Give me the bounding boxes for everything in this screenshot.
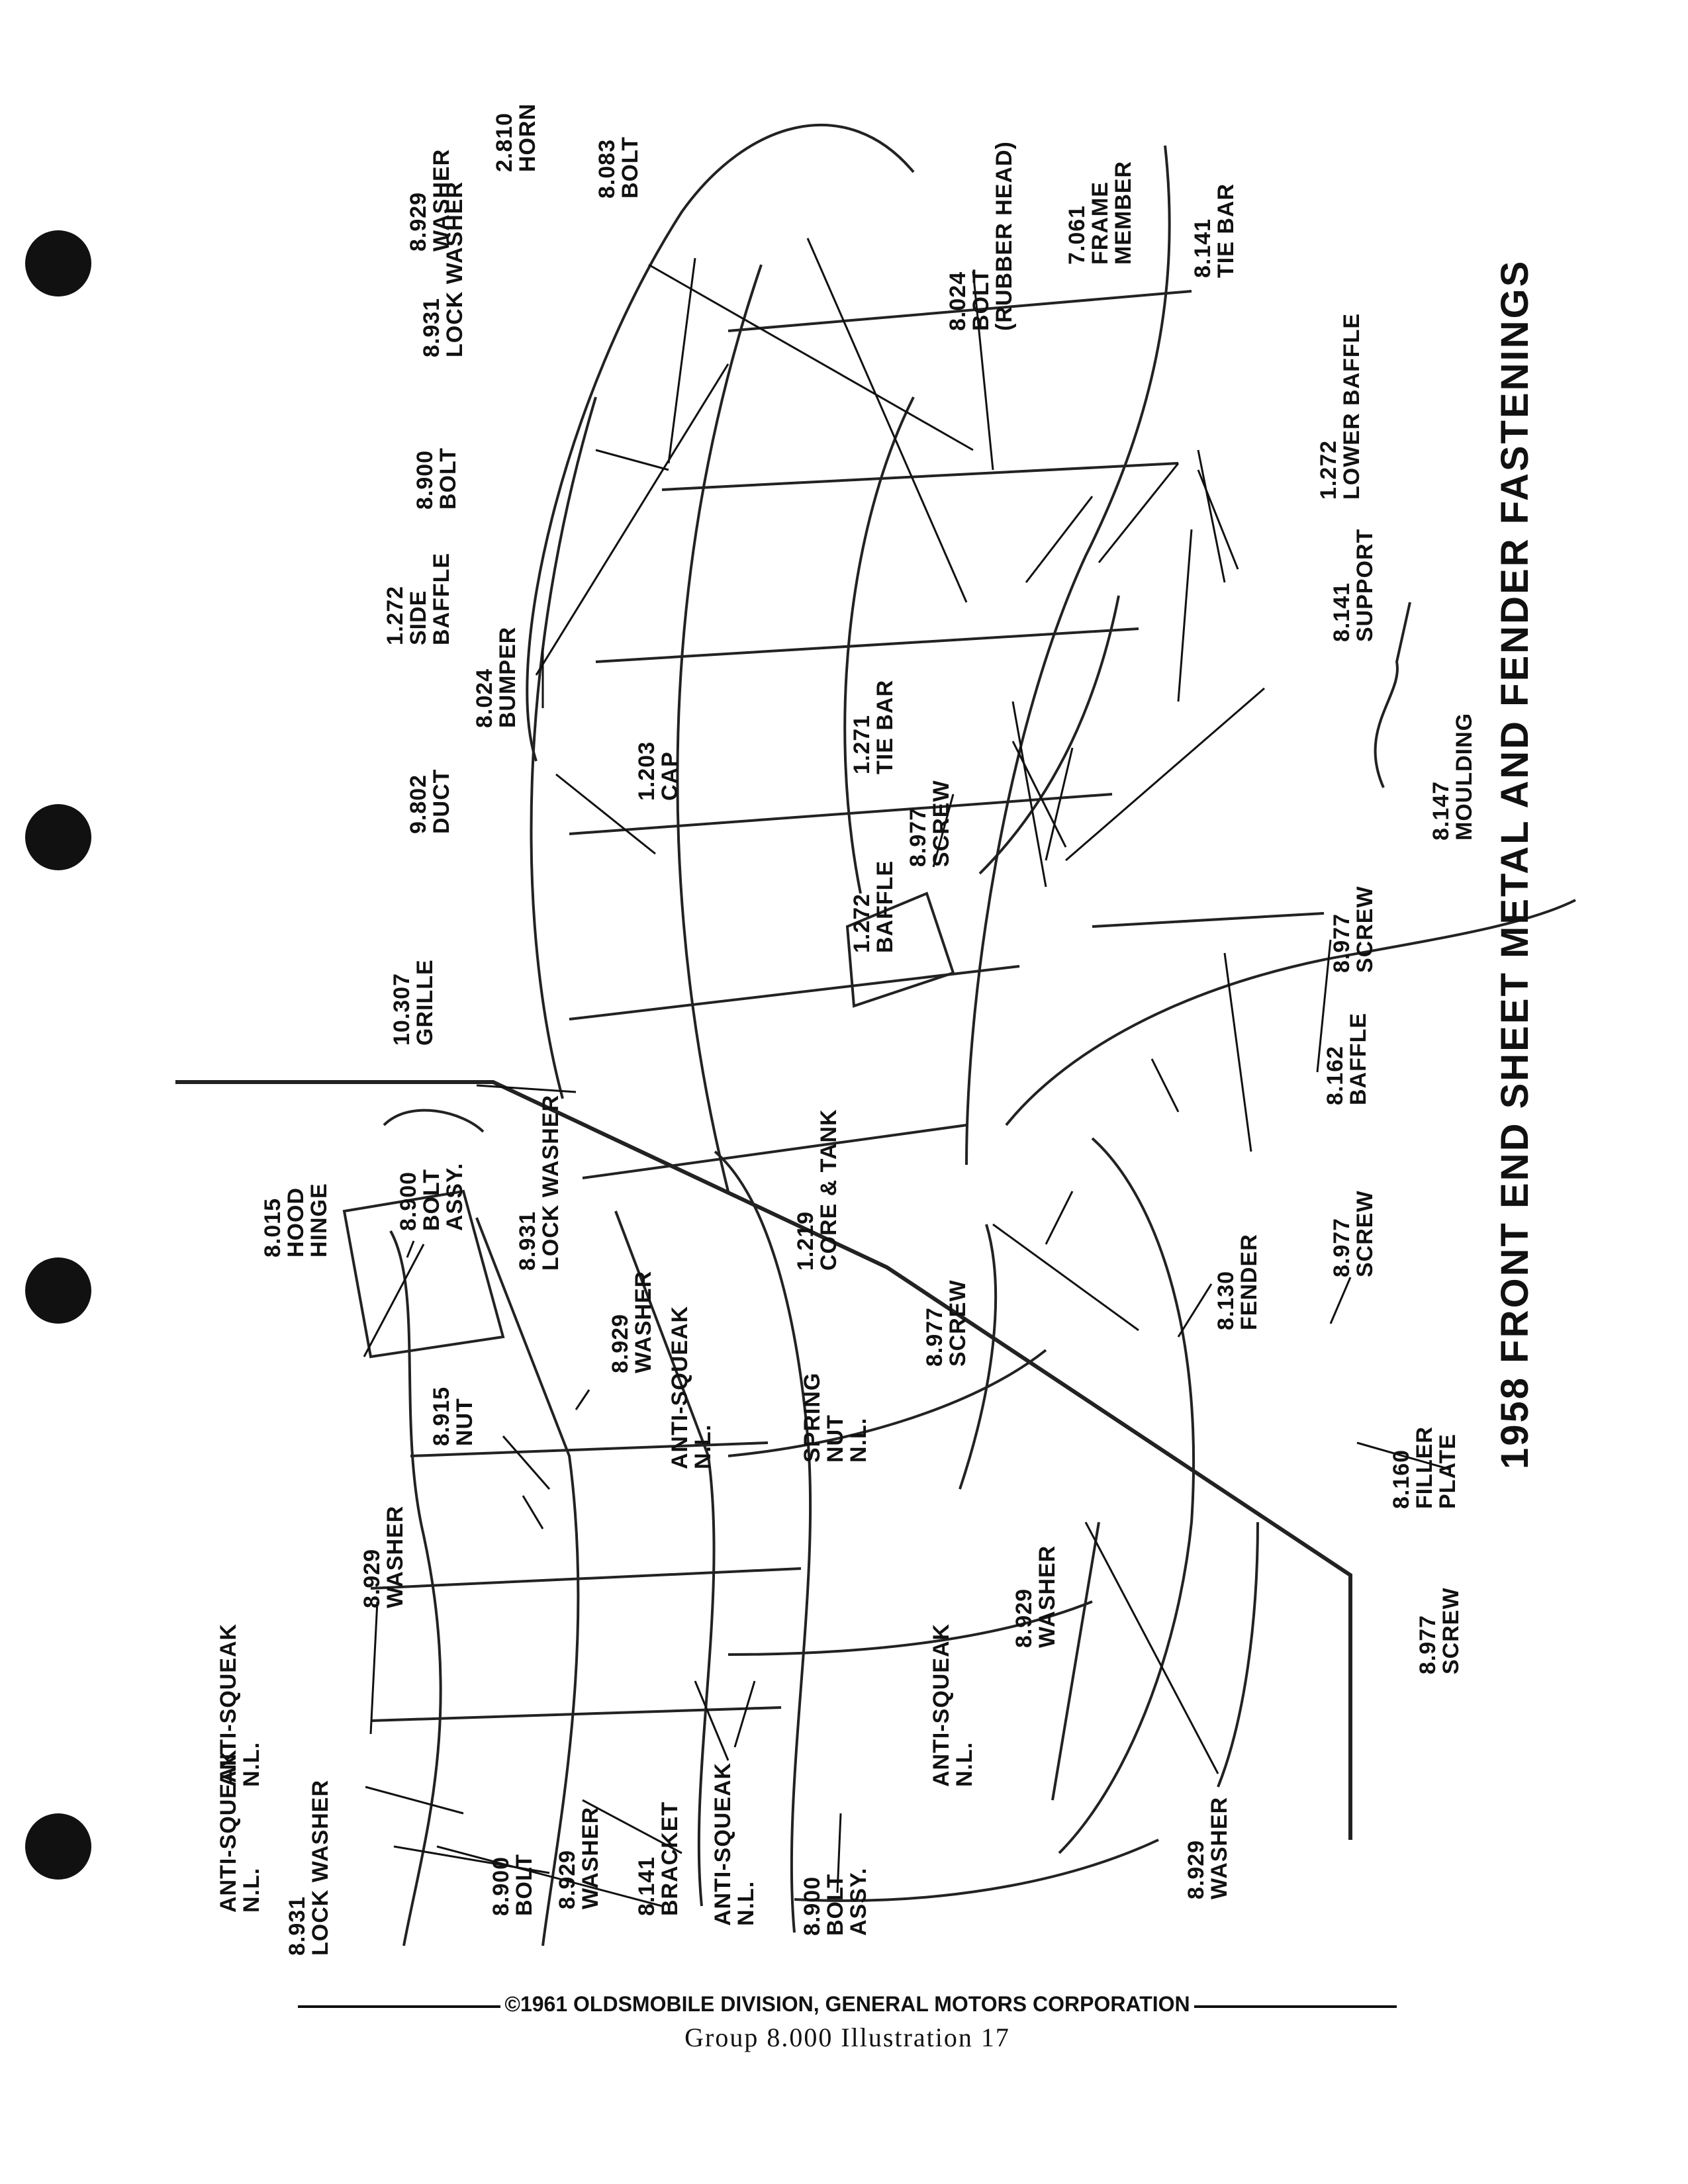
callout-screw-8977-5: 8.977 SCREW bbox=[1415, 1587, 1464, 1674]
callout-filler-plate-8160: 8.160 FILLER PLATE bbox=[1389, 1426, 1460, 1509]
binder-hole-4 bbox=[25, 1813, 91, 1880]
callout-anti-squeak-4: ANTI-SQUEAK N.L. bbox=[667, 1305, 716, 1469]
binder-hole-3 bbox=[25, 1257, 91, 1324]
callout-duct-9802: 9.802 DUCT bbox=[406, 768, 454, 834]
callout-screw-8977-3: 8.977 SCREW bbox=[1329, 1190, 1378, 1277]
callout-lock-washer-8931-1: 8.931 LOCK WASHER bbox=[285, 1780, 333, 1956]
callout-screw-8977-2: 8.977 SCREW bbox=[1329, 886, 1378, 973]
copyright-line: ©1961 OLDSMOBILE DIVISION, GENERAL MOTOR… bbox=[500, 1992, 1194, 2016]
callout-bolt-rubber-head-8024: 8.024 BOLT (RUBBER HEAD) bbox=[945, 141, 1017, 331]
callout-anti-squeak-3: ANTI-SQUEAK N.L. bbox=[216, 1623, 264, 1787]
page-footer: ©1961 OLDSMOBILE DIVISION, GENERAL MOTOR… bbox=[298, 1992, 1397, 2053]
callout-side-baffle-1272: 1.272 SIDE BAFFLE bbox=[383, 552, 454, 645]
callout-washer-8929-4: 8.929 WASHER bbox=[406, 148, 454, 251]
callout-washer-8929-5: 8.929 WASHER bbox=[1011, 1545, 1060, 1648]
callout-horn-2810: 2.810 HORN bbox=[492, 103, 540, 172]
callout-screw-8977-1: 8.977 SCREW bbox=[906, 780, 954, 867]
callout-tie-bar-1271: 1.271 TIE BAR bbox=[849, 680, 898, 774]
callout-baffle-8162: 8.162 BAFFLE bbox=[1323, 1012, 1371, 1105]
callout-tie-bar-8141: 8.141 TIE BAR bbox=[1190, 183, 1239, 278]
callout-bolt-assy-8900-1: 8.900 BOLT ASSY. bbox=[800, 1867, 871, 1936]
callout-fender-8130: 8.130 FENDER bbox=[1213, 1234, 1262, 1330]
callout-lock-washer-8931-2: 8.931 LOCK WASHER bbox=[515, 1095, 563, 1271]
callout-baffle-1272: 1.272 BAFFLE bbox=[849, 860, 898, 953]
callout-bumper-8024: 8.024 BUMPER bbox=[472, 626, 520, 728]
callout-nut-8915: 8.915 NUT bbox=[429, 1386, 477, 1446]
callout-spring-nut: SPRING NUT N.L. bbox=[800, 1372, 871, 1463]
callout-bolt-8900-1: 8.900 BOLT bbox=[489, 1853, 537, 1916]
callout-washer-8929-3: 8.929 WASHER bbox=[608, 1270, 656, 1373]
callout-anti-squeak-2: ANTI-SQUEAK N.L. bbox=[710, 1762, 759, 1926]
callout-washer-8929-2: 8.929 WASHER bbox=[359, 1505, 408, 1608]
callout-lower-baffle-1272: 1.272 LOWER BAFFLE bbox=[1316, 312, 1364, 500]
callout-core-tank-1219: 1.219 CORE & TANK bbox=[793, 1109, 841, 1271]
callout-bracket-8141: 8.141 BRACKET bbox=[634, 1801, 682, 1916]
callout-hood-hinge-8015: 8.015 HOOD HINGE bbox=[260, 1183, 332, 1257]
callout-bolt-8900-2: 8.900 BOLT bbox=[412, 447, 461, 510]
callout-bolt-8083: 8.083 BOLT bbox=[594, 136, 643, 199]
callout-anti-squeak-5: ANTI-SQUEAK N.L. bbox=[929, 1623, 977, 1787]
callout-frame-member-7061: 7.061 FRAME MEMBER bbox=[1064, 160, 1136, 265]
group-illustration-line: Group 8.000 Illustration 17 bbox=[684, 2023, 1010, 2052]
callout-washer-8929-6: 8.929 WASHER bbox=[1184, 1796, 1232, 1899]
callout-moulding-8147: 8.147 MOULDING bbox=[1429, 712, 1477, 841]
binder-hole-2 bbox=[25, 804, 91, 870]
callout-screw-8977-4: 8.977 SCREW bbox=[922, 1279, 970, 1367]
callout-support-8141: 8.141 SUPPORT bbox=[1329, 528, 1378, 642]
callout-cap-1203: 1.203 CAP bbox=[634, 741, 682, 801]
callout-bolt-assy-8900-2: 8.900 BOLT ASSY. bbox=[396, 1162, 467, 1231]
page-title: 1958 FRONT END SHEET METAL AND FENDER FA… bbox=[1493, 259, 1536, 1469]
callout-washer-8929-1: 8.929 WASHER bbox=[555, 1806, 603, 1909]
callout-grille-10307: 10.307 GRILLE bbox=[389, 959, 438, 1046]
binder-hole-1 bbox=[25, 230, 91, 296]
